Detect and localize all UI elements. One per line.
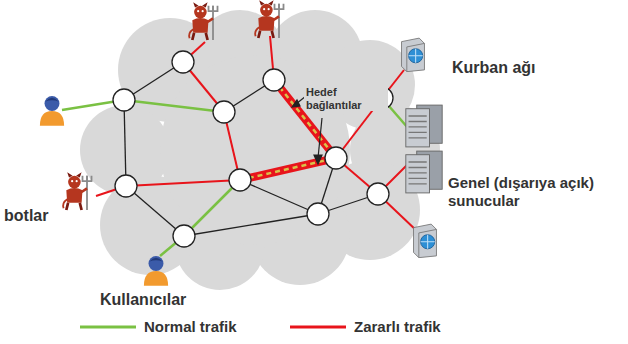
callout-label: Hedef bağlantılar: [304, 86, 388, 111]
legend-entry: Zararlı trafik: [290, 318, 441, 335]
group-label: Genel (dışarıya açık) sunucular: [448, 174, 624, 210]
group-label: Kurban ağı: [452, 58, 536, 77]
group-label: botlar: [4, 206, 48, 225]
legend-swatch: [290, 322, 346, 332]
legend-text: Zararlı trafik: [354, 318, 441, 335]
legend-entry: Normal trafik: [80, 318, 237, 335]
legend-text: Normal trafik: [144, 318, 237, 335]
legend-swatch: [80, 322, 136, 332]
group-label: Kullanıcılar: [100, 290, 186, 309]
